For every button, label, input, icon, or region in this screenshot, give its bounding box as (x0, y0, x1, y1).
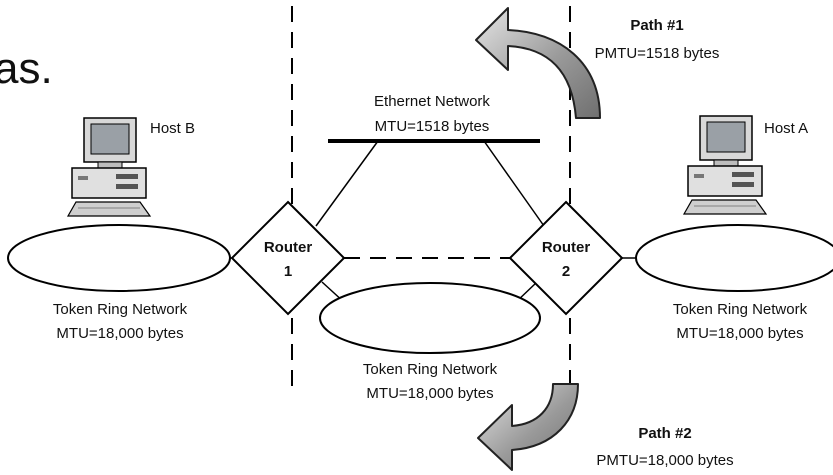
ethernet-mtu: MTU=1518 bytes (375, 118, 490, 135)
host-b-computer-icon (66, 117, 152, 217)
router2-label: Router (542, 239, 590, 256)
right-token-ring (635, 224, 833, 292)
path1-arrow (475, 7, 601, 119)
path2-title: Path #2 (638, 425, 691, 442)
path2-arrow (477, 383, 579, 471)
right-ring-mtu: MTU=18,000 bytes (676, 325, 803, 342)
router1-diamond (230, 200, 346, 316)
path2-pmtu: PMTU=18,000 bytes (596, 452, 733, 469)
link-ethernet-router2 (483, 140, 545, 227)
left-ring-name: Token Ring Network (53, 301, 188, 318)
ethernet-name: Ethernet Network (374, 93, 490, 110)
middle-token-ring (319, 282, 541, 354)
slide-fragment-text: as. (0, 44, 53, 93)
path1-title: Path #1 (630, 17, 683, 34)
path1-pmtu: PMTU=1518 bytes (595, 45, 720, 62)
left-token-ring (7, 224, 231, 292)
host-a-label: Host A (764, 120, 808, 137)
middle-ring-mtu: MTU=18,000 bytes (366, 385, 493, 402)
router2-diamond (508, 200, 624, 316)
router1-label: Router (264, 239, 312, 256)
host-b-label: Host B (150, 120, 195, 137)
right-ring-name: Token Ring Network (673, 301, 808, 318)
left-ring-mtu: MTU=18,000 bytes (56, 325, 183, 342)
host-a-computer-icon (682, 115, 768, 215)
router2-number: 2 (562, 263, 570, 280)
router1-number: 1 (284, 263, 292, 280)
middle-ring-name: Token Ring Network (363, 361, 498, 378)
link-ethernet-router1 (315, 140, 379, 227)
